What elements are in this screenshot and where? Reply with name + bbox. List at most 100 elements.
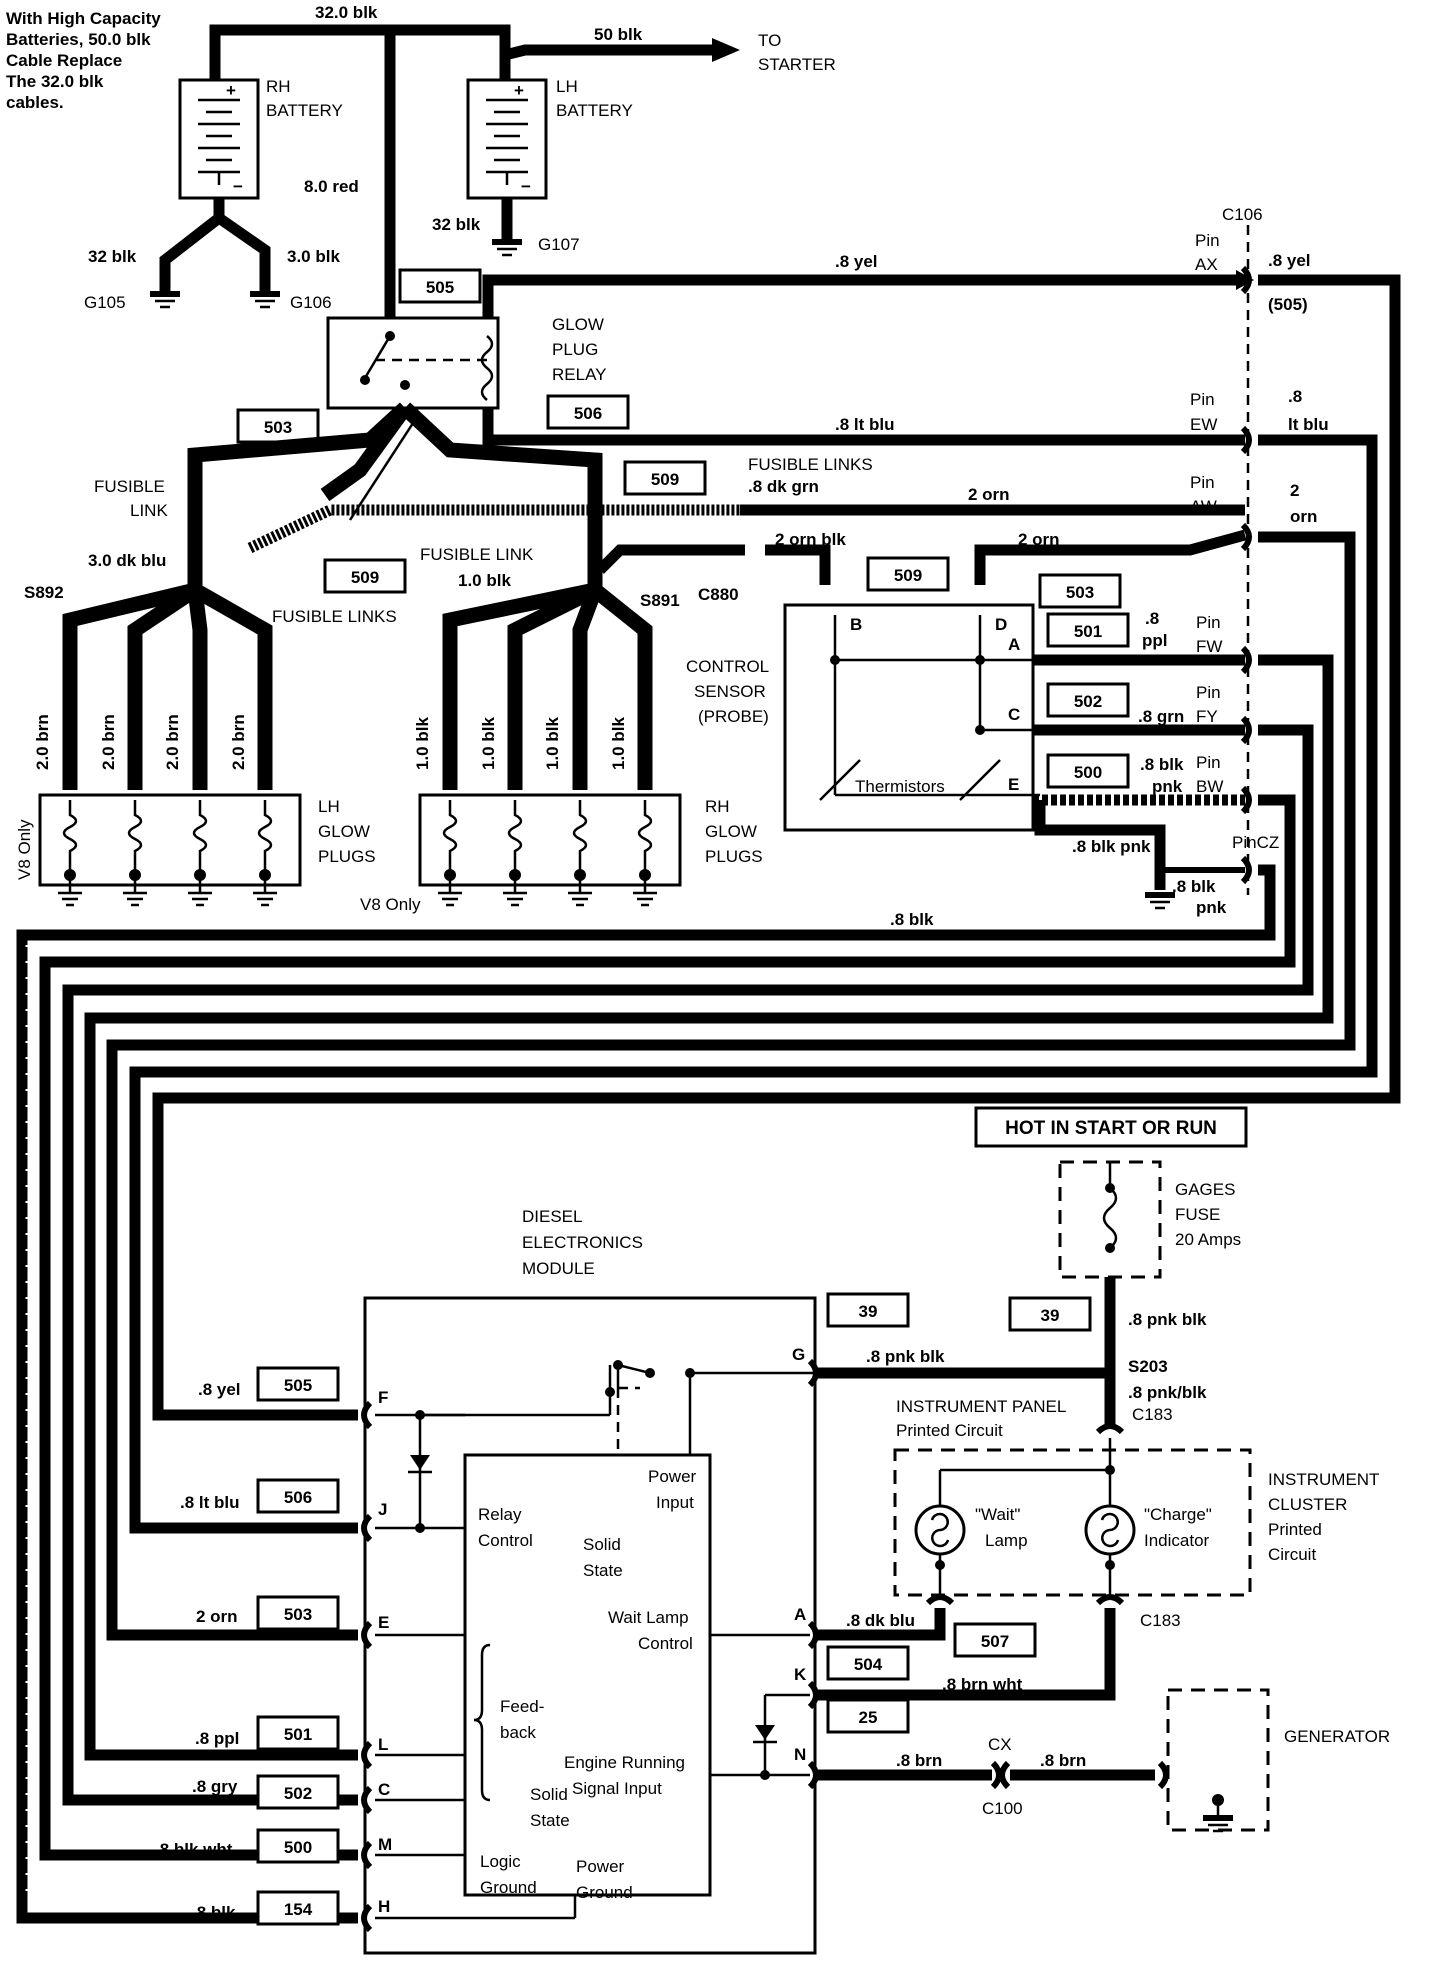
svg-text:509: 509: [651, 470, 679, 489]
svg-text:1.0 blk: 1.0 blk: [609, 717, 628, 770]
hot-label-box: [974, 1106, 1248, 1148]
ground-label: G105: [84, 293, 126, 312]
module-relay: [375, 1360, 815, 1533]
circuit-39-fuse: [1008, 1296, 1092, 1332]
fuse-label: 20 Amps: [1175, 1230, 1241, 1249]
module-label: Signal Input: [572, 1779, 662, 1798]
fusible-label: LINK: [130, 501, 168, 520]
charge-indicator-label: "Charge": [1144, 1505, 1212, 1524]
wire-blkpnk-cz: [1034, 800, 1166, 890]
rh-plugs-label: RH: [705, 797, 730, 816]
fusible-label: FUSIBLE LINK: [420, 545, 534, 564]
circuit-505-top: [398, 268, 482, 304]
wire-label: .8 blk pnk: [1072, 837, 1151, 856]
module-label: back: [500, 1723, 536, 1742]
fuse-label: FUSE: [1175, 1205, 1220, 1224]
pin-label: Pin: [1190, 473, 1215, 492]
bundle-rh-4: [590, 584, 653, 790]
wire-label: 3.0 dk blu: [88, 551, 166, 570]
circuit-39-mod: [826, 1292, 910, 1328]
bundle-rh-1: [442, 582, 597, 790]
svg-text:502: 502: [1074, 692, 1102, 711]
svg-text:2.0 brn: 2.0 brn: [33, 714, 52, 770]
svg-text:503: 503: [284, 1605, 312, 1624]
splice-label: S203: [1128, 1357, 1168, 1376]
wait-lamp-label: "Wait": [975, 1505, 1020, 1524]
module-internal-lines: [375, 1633, 577, 1920]
wire-label: 32 blk: [88, 247, 137, 266]
module-label: Input: [656, 1493, 694, 1512]
glow-plug-relay: [326, 316, 500, 410]
wire-blkwht-m: [39, 794, 1296, 1861]
thermistors-label: Thermistors: [855, 777, 945, 796]
bundle-lh-1: [62, 582, 197, 790]
instrument-cluster-label: INSTRUMENT: [1268, 1470, 1379, 1489]
wire-label: .8 blk: [192, 1903, 236, 1922]
sensor-title: CONTROL: [686, 657, 769, 676]
bundle-lh-2: [127, 583, 200, 790]
relay-label: RELAY: [552, 365, 607, 384]
module-label: Ground: [576, 1883, 633, 1902]
circuit-503-sens: [1038, 573, 1122, 609]
svg-text:39: 39: [1041, 1306, 1060, 1325]
svg-text:−: −: [521, 177, 531, 196]
wire-blk-h: [16, 864, 1276, 1924]
rh-plugs-label: GLOW: [705, 822, 757, 841]
wire-label: .8 gry: [192, 1777, 238, 1796]
ground-icon: [150, 291, 180, 309]
relay-label: GLOW: [552, 315, 604, 334]
svg-text:507: 507: [981, 1632, 1009, 1651]
wire-orn-sensor: [974, 529, 1247, 585]
v8-only-label: V8 Only: [15, 819, 34, 880]
module-label: Solid: [583, 1535, 621, 1554]
rh-plug-wire-labels: 1.0 blk 1.0 blk 1.0 blk 1.0 blk: [413, 717, 628, 770]
pin-label: Pin: [1196, 753, 1221, 772]
module-label: Wait Lamp: [608, 1608, 689, 1627]
wire-label: orn: [1290, 507, 1317, 526]
pin-label: FW: [1196, 637, 1222, 656]
wire-label: 1.0 blk: [458, 571, 511, 590]
wire-label: .8: [1145, 609, 1159, 628]
to-starter-label: TO: [758, 31, 781, 50]
svg-text:502: 502: [284, 1784, 312, 1803]
svg-text:501: 501: [284, 1725, 312, 1744]
v8-only-label: V8 Only: [360, 895, 421, 914]
connector-label: C106: [1222, 205, 1263, 224]
wire-brnwht-k: [815, 1608, 1116, 1701]
svg-text:154: 154: [284, 1900, 313, 1919]
svg-text:+: +: [226, 81, 236, 100]
pin-label: Pin: [1190, 390, 1215, 409]
circuit-502: [1046, 682, 1130, 718]
splice-label: S891: [640, 591, 680, 610]
ground-icons-lh: [58, 880, 277, 907]
bundle-rh-3: [572, 587, 603, 790]
lh-plugs-label: GLOW: [318, 822, 370, 841]
svg-text:501: 501: [1074, 622, 1102, 641]
wire-gry-c: [62, 724, 1314, 1806]
splice-label: C880: [698, 585, 739, 604]
module-label: State: [530, 1811, 570, 1830]
instrument-cluster-label: CLUSTER: [1268, 1495, 1347, 1514]
circuit-504: [826, 1645, 910, 1681]
svg-text:1.0 blk: 1.0 blk: [543, 717, 562, 770]
wire-yel-f: [152, 274, 1401, 1421]
wire-label: 3.0 blk: [287, 247, 340, 266]
module-label: Ground: [480, 1878, 537, 1897]
svg-text:2.0 brn: 2.0 brn: [99, 714, 118, 770]
wire-dkgrn-509: [247, 504, 740, 553]
cluster-internals: [914, 1423, 1136, 1606]
wire-label: ppl: [1142, 631, 1168, 650]
module-label: Logic: [480, 1852, 521, 1871]
module-pin-h: H: [378, 1897, 390, 1916]
ground-icons-rh: [438, 880, 657, 907]
pin-label: EW: [1190, 415, 1217, 434]
circuit-501-mod: [256, 1715, 340, 1751]
wire-label: .8 blk: [1140, 755, 1184, 774]
hot-label: HOT IN START OR RUN: [1005, 1118, 1217, 1139]
wire-label: 2 orn: [968, 485, 1010, 504]
pin-label: FY: [1196, 707, 1218, 726]
circuit-25: [826, 1698, 910, 1734]
sensor-pin-a: A: [1008, 635, 1020, 654]
connector-label: CX: [988, 1735, 1012, 1754]
wire-yel-505: [482, 274, 1245, 318]
